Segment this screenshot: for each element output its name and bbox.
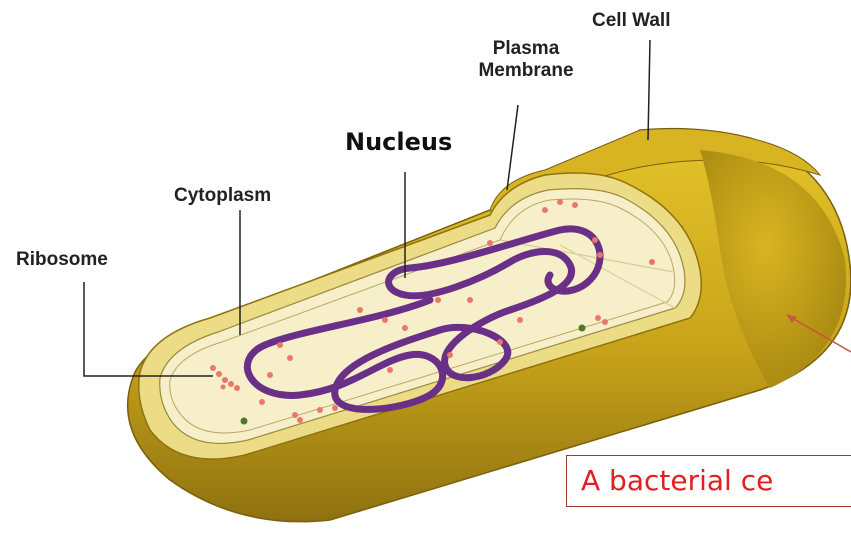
plasma-membrane-label-line2: Membrane bbox=[466, 60, 586, 82]
cytoplasm-label: Cytoplasm bbox=[174, 185, 271, 207]
caption-text: A bacterial ce bbox=[581, 464, 773, 498]
ribosome-label: Ribosome bbox=[16, 249, 108, 271]
nucleus-label: Nucleus bbox=[345, 131, 452, 153]
cell-wall-label: Cell Wall bbox=[592, 10, 670, 32]
plasma-membrane-leader bbox=[507, 105, 518, 190]
plasma-membrane-label-line1: Plasma bbox=[466, 38, 586, 60]
caption-box: A bacterial ce bbox=[566, 455, 851, 507]
cell-wall-leader bbox=[648, 40, 650, 140]
plasma-membrane-label: Plasma Membrane bbox=[466, 38, 586, 82]
